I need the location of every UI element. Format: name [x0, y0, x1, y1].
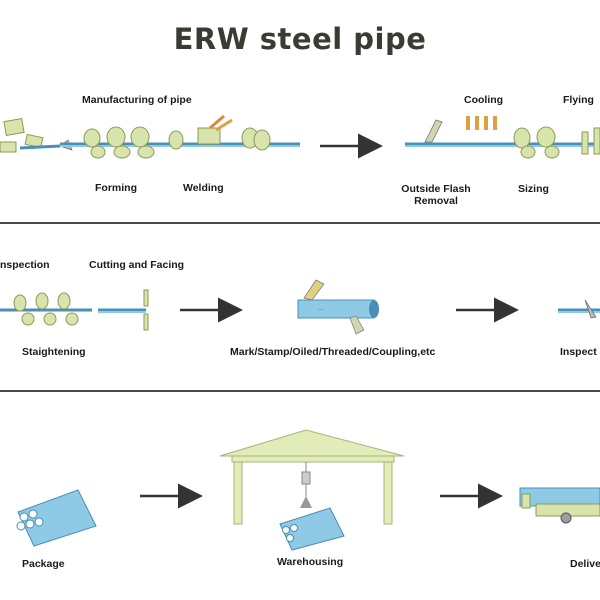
- label-straightening: Staightening: [22, 346, 86, 358]
- label-cutting-facing: Cutting and Facing: [89, 259, 185, 271]
- flash-removal-icon: [405, 119, 600, 147]
- warehouse-icon: [219, 429, 405, 551]
- label-cooling: Cooling: [464, 94, 504, 106]
- inspection-pipe-icon: [558, 299, 600, 319]
- label-inspection: nspection: [0, 259, 50, 271]
- straightening-rollers-icon: [0, 292, 92, 326]
- label-flash-line1: Outside Flash: [401, 183, 471, 195]
- section-divider-2: [0, 390, 600, 392]
- label-flash-line2: Removal: [414, 195, 458, 207]
- label-warehousing: Warehousing: [277, 556, 344, 568]
- cutting-facing-icon: [98, 289, 149, 331]
- label-delivery: Delive: [570, 558, 600, 570]
- sizing-rollers-icon: [513, 126, 560, 159]
- flying-saw-icon: [581, 127, 600, 155]
- label-inspect: Inspect: [560, 346, 597, 358]
- label-mark-stamp: Mark/Stamp/Oiled/Threaded/Coupling,etc: [230, 346, 436, 358]
- delivery-truck-icon: [519, 487, 600, 524]
- pipe-bundle-icon: [16, 489, 97, 547]
- label-forming: Forming: [95, 182, 137, 194]
- label-sizing: Sizing: [518, 183, 549, 195]
- svg-text:···: ···: [318, 307, 324, 314]
- cooling-nozzles-icon: [466, 116, 497, 130]
- label-manufacturing: Manufacturing of pipe: [82, 94, 192, 106]
- label-welding: Welding: [183, 182, 224, 194]
- page-title: ERW steel pipe: [173, 22, 427, 56]
- label-package: Package: [22, 558, 65, 570]
- marking-station-icon: ···: [297, 279, 379, 335]
- label-flying: Flying: [563, 94, 594, 106]
- welding-station-icon: [168, 114, 271, 151]
- section-divider-1: [0, 222, 600, 224]
- label-flash-removal: Outside Flash Removal: [393, 183, 479, 207]
